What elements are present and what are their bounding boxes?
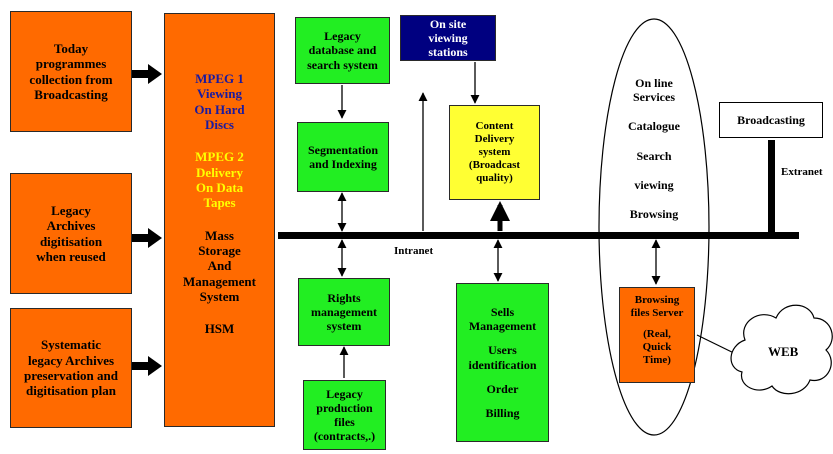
text-line: Storage	[198, 242, 241, 258]
text-line: Legacy	[51, 202, 91, 218]
text-line: Users	[488, 343, 517, 358]
text-line: when reused	[36, 248, 106, 264]
text-line: Catalogue	[628, 119, 680, 134]
content-delivery-box: Content Delivery system (Broadcast quali…	[449, 105, 540, 200]
text-line: search system	[307, 57, 378, 72]
hsm-group: HSM	[205, 321, 235, 336]
text-line: Systematic	[41, 337, 101, 353]
text-line: Mass	[205, 227, 234, 243]
text-line: quality)	[476, 171, 513, 184]
text-line: Rights	[327, 290, 361, 305]
text-line: System	[199, 288, 240, 304]
text-line: Segmentation	[308, 142, 378, 157]
rights-management-box: Rights management system	[298, 278, 390, 346]
sells-users: Users identification	[469, 343, 537, 371]
text-line: Viewing	[196, 86, 243, 102]
text-line: identification	[468, 357, 537, 372]
intranet-bus	[278, 232, 799, 239]
text-line: Broadcasting	[737, 112, 805, 127]
text-line: Search	[636, 148, 672, 163]
text-line: files Server	[630, 306, 684, 319]
mass-storage-group: Mass Storage And Management System	[183, 228, 256, 305]
broadcasting-box: Broadcasting	[719, 102, 823, 138]
text-line: (contracts,.)	[313, 429, 376, 444]
arrow-systematic-to-storage	[132, 356, 162, 376]
online-services-text: On line Services Catalogue Search viewin…	[610, 76, 698, 221]
text-line: Today	[53, 40, 89, 56]
browsing-server-box: Browsing files Server (Real, Quick Time)	[619, 287, 695, 383]
text-line: Time)	[643, 353, 671, 366]
text-line: And	[207, 258, 232, 274]
text-line: Order	[486, 381, 519, 396]
text-line: MPEG 2	[195, 149, 244, 165]
sells-management-box: Sells Management Users identification Or…	[456, 283, 549, 442]
arrow-today-to-storage	[132, 64, 162, 84]
extranet-label: Extranet	[781, 166, 823, 178]
legacy-database-box: Legacy database and search system	[295, 17, 390, 84]
text-line: Browsing	[629, 206, 679, 221]
text-line: On line	[635, 76, 673, 90]
web-label: WEB	[768, 344, 799, 359]
text-line: files	[334, 415, 355, 429]
text-line: On site	[429, 16, 467, 31]
intranet-label: Intranet	[394, 245, 434, 257]
text-line: Quick	[642, 340, 672, 353]
text-line: Tapes	[203, 195, 236, 211]
sells-billing: Billing	[485, 406, 519, 420]
text-line: Management	[468, 319, 537, 334]
text-line: viewing	[428, 30, 468, 45]
text-line: On Hard	[194, 101, 245, 117]
onsite-viewing-box: On site viewing stations	[400, 15, 496, 61]
sells-title: Sells Management	[469, 305, 536, 333]
text-line: Content	[475, 120, 514, 133]
text-line: Legacy	[324, 29, 361, 44]
text-line: Delivery	[474, 133, 515, 146]
text-line: preservation and	[23, 368, 118, 383]
sells-order: Order	[487, 382, 519, 396]
text-line: Billing	[485, 405, 520, 420]
text-line: Legacy	[326, 386, 363, 401]
text-line: digitisation plan	[26, 383, 116, 399]
text-line: management	[311, 304, 377, 319]
text-line: viewing	[634, 177, 674, 192]
mpeg2-group: MPEG 2 Delivery On Data Tapes	[195, 149, 244, 210]
text-line: stations	[428, 45, 468, 60]
mass-storage-system: MPEG 1 Viewing On Hard Discs MPEG 2 Deli…	[164, 13, 275, 427]
mpeg1-group: MPEG 1 Viewing On Hard Discs	[194, 71, 244, 132]
text-line: production	[316, 400, 373, 415]
text-line: Archives	[46, 218, 96, 234]
text-line: Browsing	[634, 294, 680, 306]
text-line: (Real,	[643, 327, 671, 340]
web-cloud	[730, 304, 833, 395]
legacy-production-box: Legacy production files (contracts,.)	[303, 380, 386, 450]
text-line: Discs	[205, 116, 234, 132]
text-line: Services	[633, 90, 675, 105]
text-line: Broadcasting	[34, 86, 108, 102]
text-line: system	[326, 319, 362, 334]
text-line: and Indexing	[309, 157, 377, 171]
text-line: legacy Archives	[27, 352, 115, 368]
text-line: system	[478, 146, 511, 159]
text-line: database and	[308, 43, 377, 58]
text-line: Management	[183, 273, 256, 289]
text-line: programmes	[35, 56, 107, 72]
text-line: digitisation	[39, 233, 103, 249]
segmentation-box: Segmentation and Indexing	[297, 122, 389, 192]
text-line: Delivery	[196, 164, 243, 180]
input-systematic-legacy: Systematic legacy Archives preservation …	[10, 308, 132, 428]
text-line: (Broadcast	[468, 158, 521, 171]
text-line: MPEG 1	[195, 71, 244, 86]
text-line: Sells	[490, 305, 515, 320]
arrow-legacy-to-storage	[132, 228, 162, 248]
input-today-programmes: Today programmes collection from Broadca…	[10, 11, 132, 132]
input-legacy-archives: Legacy Archives digitisation when reused	[10, 173, 132, 294]
online-services-ellipse	[598, 18, 710, 436]
text-line: collection from	[29, 71, 113, 87]
text-line: On Data	[195, 179, 244, 195]
extranet-line	[768, 140, 775, 235]
hsm-label: HSM	[204, 321, 235, 337]
online-header: On line Services	[633, 76, 675, 104]
